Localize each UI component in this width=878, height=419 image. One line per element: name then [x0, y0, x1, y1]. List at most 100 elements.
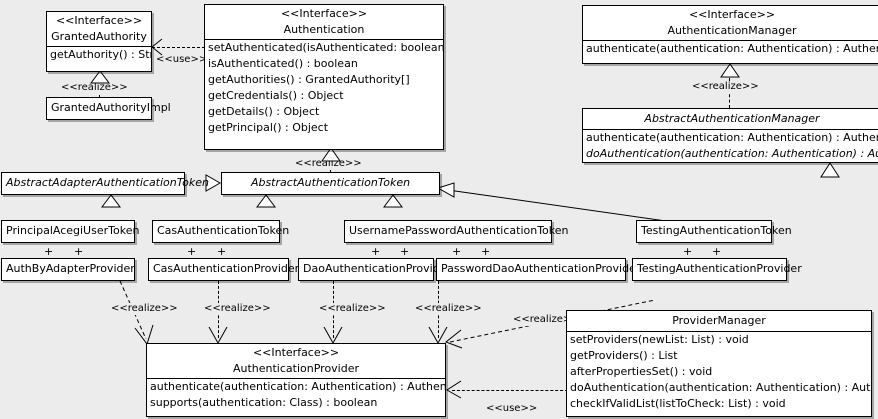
class-authentication-manager[interactable]: <<Interface>> AuthenticationManager auth… [582, 5, 878, 64]
realize-link-abstractauthenticationmanager [729, 78, 730, 108]
class-name-principal-acegi-user-token: PrincipalAcegiUserToken [6, 224, 140, 237]
member-row: getDetails() : Object [208, 105, 320, 118]
use-link-providermanager-authenticationprovider [452, 390, 568, 391]
class-password-dao-authentication-provider[interactable]: PasswordDaoAuthenticationProvider [436, 258, 641, 281]
association-marker-principal-left: + [44, 245, 54, 258]
class-name-auth-by-adapter-provider: AuthByAdapterProvider [6, 262, 135, 275]
class-name-abstract-authentication-token: AbstractAuthenticationToken [250, 176, 411, 189]
association-marker-cas-left: + [187, 245, 197, 258]
class-abstract-authentication-manager[interactable]: AbstractAuthenticationManager authentica… [582, 108, 878, 163]
class-divider [583, 129, 878, 130]
class-granted-authority-impl[interactable]: GrantedAuthorityImpl [46, 97, 171, 120]
member-row: getAuthorities() : GrantedAuthority[] [208, 73, 410, 86]
class-testing-authentication-token[interactable]: TestingAuthenticationToken [636, 220, 792, 243]
generalization-triangle-abstractauthmanager [820, 162, 840, 178]
class-cas-authentication-token[interactable]: CasAuthenticationToken [152, 220, 290, 243]
realize-label-providermanager: <<realize>> [512, 314, 581, 326]
class-members: getAuthority() : String [47, 47, 151, 63]
class-name-abstract-authentication-manager: AbstractAuthenticationManager [644, 112, 820, 125]
realize-label-abstractauthenticationtoken: <<realize>> [294, 158, 363, 170]
class-name-authentication-provider: AuthenticationProvider [232, 362, 360, 375]
member-row: supports(authentication: Class) : boolea… [150, 396, 378, 409]
class-granted-authority[interactable]: <<Interface>> GrantedAuthority getAuthor… [46, 11, 152, 72]
member-row: authenticate(authentication: Authenticat… [586, 42, 878, 55]
member-row: authenticate(authentication: Authenticat… [586, 131, 878, 144]
generalization-triangle-abstractauthtoken-testing [436, 182, 455, 198]
association-link-userpass-daoprovider [0, 203, 1, 218]
realize-triangle-authenticationmanager [720, 63, 740, 78]
realize-openarrow-providermanager [445, 329, 463, 349]
association-marker-testing-right: + [712, 245, 722, 258]
class-members: setProviders(newList: List) : void getPr… [567, 332, 871, 412]
class-stereotype: <<Interface>> [252, 346, 340, 359]
realize-label-grantedauthorityimpl: <<realize>> [60, 82, 129, 94]
class-authentication-provider[interactable]: <<Interface>> AuthenticationProvider aut… [146, 343, 446, 417]
association-marker-userpass-dao-right: + [400, 245, 410, 258]
class-abstract-authentication-token[interactable]: AbstractAuthenticationToken [221, 172, 440, 195]
class-divider [567, 331, 871, 332]
class-stereotype: <<Interface>> [688, 8, 776, 21]
member-row: afterPropertiesSet() : void [570, 365, 713, 378]
member-row: doAuthentication(authentication: Authent… [570, 381, 871, 394]
member-row: setAuthenticated(isAuthenticated: boolea… [208, 41, 443, 54]
class-name-cas-authentication-provider: CasAuthenticationProvider [153, 262, 300, 275]
class-principal-acegi-user-token[interactable]: PrincipalAcegiUserToken [1, 220, 140, 243]
class-name-testing-authentication-provider: TestingAuthenticationProvider [637, 262, 802, 275]
realize-triangle-grantedauthority [90, 70, 110, 84]
member-row: getProviders() : List [570, 349, 678, 362]
class-members: setAuthenticated(isAuthenticated: boolea… [205, 40, 443, 136]
class-provider-manager[interactable]: ProviderManager setProviders(newList: Li… [566, 310, 872, 417]
class-name-testing-authentication-token: TestingAuthenticationToken [641, 224, 792, 237]
class-dao-authentication-provider[interactable]: DaoAuthenticationProvider [298, 258, 451, 281]
class-members: authenticate(authentication: Authenticat… [583, 130, 878, 162]
member-row: checkIfValidList(listToCheck: List) : vo… [570, 397, 786, 410]
class-divider [583, 40, 878, 41]
member-row: getAuthority() : String [50, 48, 151, 61]
generalization-link-providermanager [0, 0, 1, 133]
realize-label-authbyadapterprovider: <<realize>> [110, 303, 179, 315]
realize-label-daoauthenticationprovider: <<realize>> [318, 303, 387, 315]
realize-label-casauthenticationprovider: <<realize>> [203, 303, 272, 315]
class-auth-by-adapter-provider[interactable]: AuthByAdapterProvider [1, 258, 135, 281]
generalization-link-testingtoken [447, 189, 674, 223]
class-divider [47, 46, 151, 47]
association-marker-userpass-pwd-left: + [452, 245, 462, 258]
class-cas-authentication-provider[interactable]: CasAuthenticationProvider [148, 258, 300, 281]
use-label-grantedauthority: <<use>> [155, 54, 209, 66]
class-name-authentication: Authentication [283, 23, 365, 36]
member-row: authenticate(authentication: Authenticat… [150, 380, 445, 393]
class-members: authenticate(authentication: Authenticat… [147, 379, 445, 411]
use-link-authentication-grantedauthority [152, 47, 210, 48]
member-row: isAuthenticated() : boolean [208, 57, 358, 70]
class-username-password-authentication-token[interactable]: UsernamePasswordAuthenticationToken [344, 220, 569, 243]
member-row: setProviders(newList: List) : void [570, 333, 749, 346]
generalization-link-principalacegiusertoken [0, 134, 1, 147]
class-name-dao-authentication-provider: DaoAuthenticationProvider [303, 262, 451, 275]
class-name-authentication-manager: AuthenticationManager [667, 24, 797, 37]
class-abstract-adapter-authentication-token[interactable]: AbstractAdapterAuthenticationToken [1, 172, 209, 195]
use-arrow-head-grantedauthority [151, 38, 163, 56]
realize-label-passworddaoauthenticationprovider: <<realize>> [414, 303, 483, 315]
association-marker-testing-left: + [683, 245, 693, 258]
association-marker-principal-right: + [74, 245, 84, 258]
class-name-username-password-authentication-token: UsernamePasswordAuthenticationToken [349, 224, 569, 237]
class-authentication[interactable]: <<Interface>> Authentication setAuthenti… [204, 4, 444, 150]
class-stereotype: <<Interface>> [55, 14, 143, 27]
class-name-password-dao-authentication-provider: PasswordDaoAuthenticationProvider [441, 262, 641, 275]
realize-label-abstractauthenticationmanager: <<realize>> [691, 81, 760, 93]
class-name-provider-manager: ProviderManager [672, 314, 766, 327]
generalization-triangle-abstractauthtoken-userpass [383, 194, 403, 208]
class-name-cas-authentication-token: CasAuthenticationToken [157, 224, 290, 237]
class-divider [147, 378, 445, 379]
class-name-abstract-adapter-authentication-token: AbstractAdapterAuthenticationToken [6, 176, 209, 189]
class-members: authenticate(authentication: Authenticat… [583, 41, 878, 57]
member-row: getCredentials() : Object [208, 89, 344, 102]
association-marker-userpass-pwd-right: + [481, 245, 491, 258]
class-divider [205, 39, 443, 40]
class-name-granted-authority: GrantedAuthority [51, 30, 147, 43]
class-testing-authentication-provider[interactable]: TestingAuthenticationProvider [632, 258, 802, 281]
realize-triangle-authentication [321, 147, 341, 162]
use-label-providermanager: <<use>> [485, 403, 539, 415]
class-name-granted-authority-impl: GrantedAuthorityImpl [51, 101, 171, 114]
